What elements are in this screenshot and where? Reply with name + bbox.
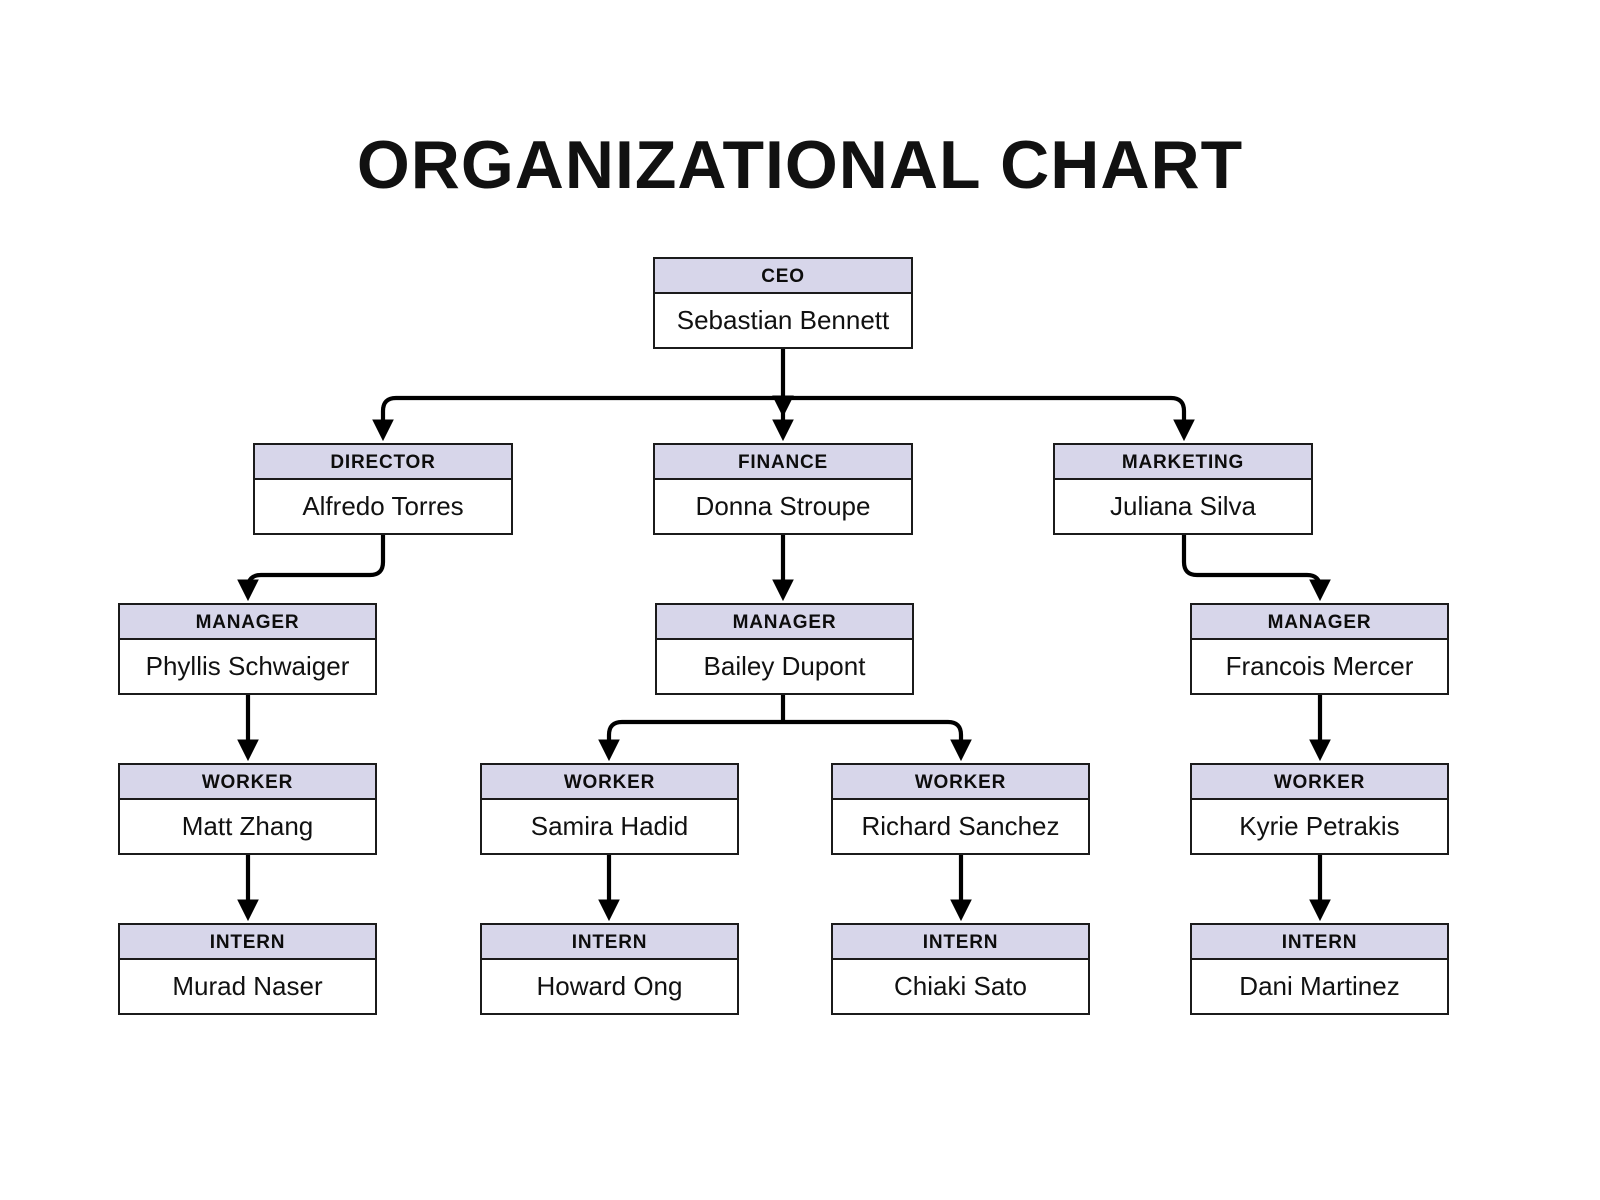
node-person-name: Murad Naser: [120, 960, 375, 1013]
node-role-label: MARKETING: [1055, 445, 1311, 480]
node-person-name: Sebastian Bennett: [655, 294, 911, 347]
node-manager-3[interactable]: MANAGER Francois Mercer: [1190, 603, 1449, 695]
node-director[interactable]: DIRECTOR Alfredo Torres: [253, 443, 513, 535]
node-person-name: Donna Stroupe: [655, 480, 911, 533]
node-person-name: Samira Hadid: [482, 800, 737, 853]
edge-director-to-manager: [237, 535, 386, 602]
node-person-name: Dani Martinez: [1192, 960, 1447, 1013]
node-role-label: INTERN: [482, 925, 737, 960]
node-person-name: Juliana Silva: [1055, 480, 1311, 533]
node-role-label: INTERN: [833, 925, 1088, 960]
node-role-label: MANAGER: [1192, 605, 1447, 640]
node-worker-3[interactable]: WORKER Richard Sanchez: [831, 763, 1090, 855]
node-finance[interactable]: FINANCE Donna Stroupe: [653, 443, 913, 535]
node-role-label: FINANCE: [655, 445, 911, 480]
node-role-label: WORKER: [482, 765, 737, 800]
node-intern-3[interactable]: INTERN Chiaki Sato: [831, 923, 1090, 1015]
node-person-name: Kyrie Petrakis: [1192, 800, 1447, 853]
node-intern-4[interactable]: INTERN Dani Martinez: [1190, 923, 1449, 1015]
node-worker-1[interactable]: WORKER Matt Zhang: [118, 763, 377, 855]
node-role-label: MANAGER: [657, 605, 912, 640]
page-title: ORGANIZATIONAL CHART: [356, 127, 1244, 203]
node-person-name: Alfredo Torres: [255, 480, 511, 533]
edge-marketing-to-manager: [1181, 535, 1331, 602]
edge-manager2-to-worker-left: [598, 719, 783, 762]
node-ceo[interactable]: CEO Sebastian Bennett: [653, 257, 913, 349]
node-intern-1[interactable]: INTERN Murad Naser: [118, 923, 377, 1015]
node-role-label: MANAGER: [120, 605, 375, 640]
node-person-name: Phyllis Schwaiger: [120, 640, 375, 693]
node-worker-4[interactable]: WORKER Kyrie Petrakis: [1190, 763, 1449, 855]
node-person-name: Howard Ong: [482, 960, 737, 1013]
node-person-name: Matt Zhang: [120, 800, 375, 853]
node-intern-2[interactable]: INTERN Howard Ong: [480, 923, 739, 1015]
edge-ceo-to-director: [372, 395, 783, 442]
node-role-label: WORKER: [1192, 765, 1447, 800]
node-manager-2[interactable]: MANAGER Bailey Dupont: [655, 603, 914, 695]
node-person-name: Francois Mercer: [1192, 640, 1447, 693]
node-manager-1[interactable]: MANAGER Phyllis Schwaiger: [118, 603, 377, 695]
node-role-label: INTERN: [1192, 925, 1447, 960]
node-worker-2[interactable]: WORKER Samira Hadid: [480, 763, 739, 855]
edge-manager2-to-worker-right: [783, 719, 972, 762]
node-person-name: Richard Sanchez: [833, 800, 1088, 853]
node-role-label: WORKER: [833, 765, 1088, 800]
node-role-label: CEO: [655, 259, 911, 294]
node-role-label: WORKER: [120, 765, 375, 800]
node-role-label: DIRECTOR: [255, 445, 511, 480]
node-person-name: Bailey Dupont: [657, 640, 912, 693]
node-person-name: Chiaki Sato: [833, 960, 1088, 1013]
node-role-label: INTERN: [120, 925, 375, 960]
edge-ceo-to-marketing: [783, 395, 1195, 442]
node-marketing[interactable]: MARKETING Juliana Silva: [1053, 443, 1313, 535]
